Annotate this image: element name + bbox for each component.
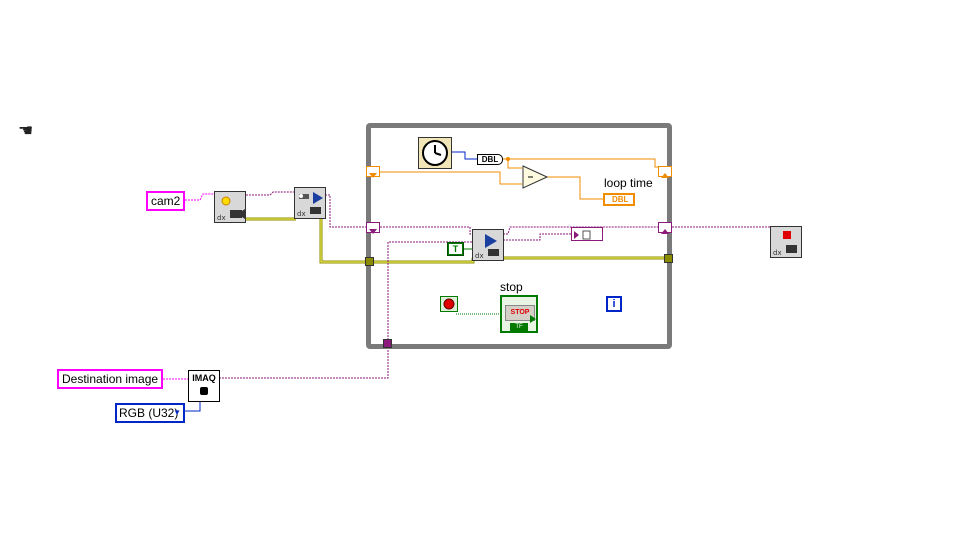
image-wire xyxy=(219,343,389,379)
stop-button-text: STOP xyxy=(505,305,535,321)
error-wire-2 xyxy=(325,194,372,228)
imaq-create-icon[interactable]: IMAQ xyxy=(188,370,220,402)
svg-text:dx: dx xyxy=(773,249,782,257)
true-constant-label: T xyxy=(449,244,462,254)
numeric-wire-3 xyxy=(380,171,522,185)
numeric-wire-2 xyxy=(507,159,522,169)
loop-time-indicator[interactable]: DBL xyxy=(603,193,635,206)
while-loop[interactable] xyxy=(366,123,672,349)
imaqdx-configure-grab-icon[interactable]: dx xyxy=(294,187,326,219)
numeric-wire-4 xyxy=(547,176,604,200)
to-double-conversion[interactable]: DBL xyxy=(477,154,503,165)
loop-condition-icon xyxy=(530,310,536,323)
imaqdx-open-camera-icon[interactable]: dx xyxy=(214,191,246,223)
svg-text:dx: dx xyxy=(475,252,484,260)
shift-register-right-numeric[interactable] xyxy=(658,166,672,178)
true-constant[interactable]: T xyxy=(447,242,464,256)
destination-image-constant[interactable]: Destination image xyxy=(57,369,164,389)
clock-icon[interactable] xyxy=(418,137,452,169)
chevron-down-icon[interactable]: ▼ xyxy=(173,408,181,417)
stop-button-icon[interactable] xyxy=(440,296,458,312)
string-wire xyxy=(182,193,217,201)
shift-register-right-error[interactable] xyxy=(658,222,672,234)
loop-time-label: loop time xyxy=(604,176,653,190)
stop-button-terminal[interactable]: STOP TF xyxy=(500,295,538,333)
dbl-indicator-label: DBL xyxy=(612,195,629,204)
svg-text:dx: dx xyxy=(297,210,306,218)
stop-label: stop xyxy=(500,280,523,294)
stop-button-tf: TF xyxy=(510,323,528,331)
session-tunnel-left[interactable] xyxy=(365,257,374,266)
hand-cursor-icon: ☚ xyxy=(18,121,34,141)
error-wire xyxy=(246,191,296,196)
camera-name-constant[interactable]: cam2 xyxy=(146,191,186,211)
image-display-icon[interactable] xyxy=(571,227,603,241)
shift-register-left-numeric[interactable] xyxy=(366,166,380,178)
enum-wire xyxy=(184,400,201,412)
dbl-convert-label: DBL xyxy=(481,155,499,164)
iteration-terminal[interactable]: i xyxy=(606,296,622,312)
svg-text:dx: dx xyxy=(217,214,226,222)
imaqdx-grab-icon[interactable]: dx xyxy=(472,229,504,261)
image-type-enum[interactable]: RGB (U32) ▼ xyxy=(115,403,185,423)
image-wire-3 xyxy=(503,233,572,241)
iteration-label: i xyxy=(612,298,616,310)
wire-junction xyxy=(506,157,510,161)
image-type-value: RGB (U32) xyxy=(119,406,179,420)
imaq-create-label: IMAQ xyxy=(192,373,216,383)
image-tunnel[interactable] xyxy=(383,339,392,348)
blue-wire xyxy=(452,151,478,160)
imaqdx-close-camera-icon[interactable]: dx xyxy=(770,226,802,258)
session-tunnel-right[interactable] xyxy=(664,254,673,263)
shift-register-left-error[interactable] xyxy=(366,222,380,234)
subtract-icon[interactable] xyxy=(522,165,549,189)
